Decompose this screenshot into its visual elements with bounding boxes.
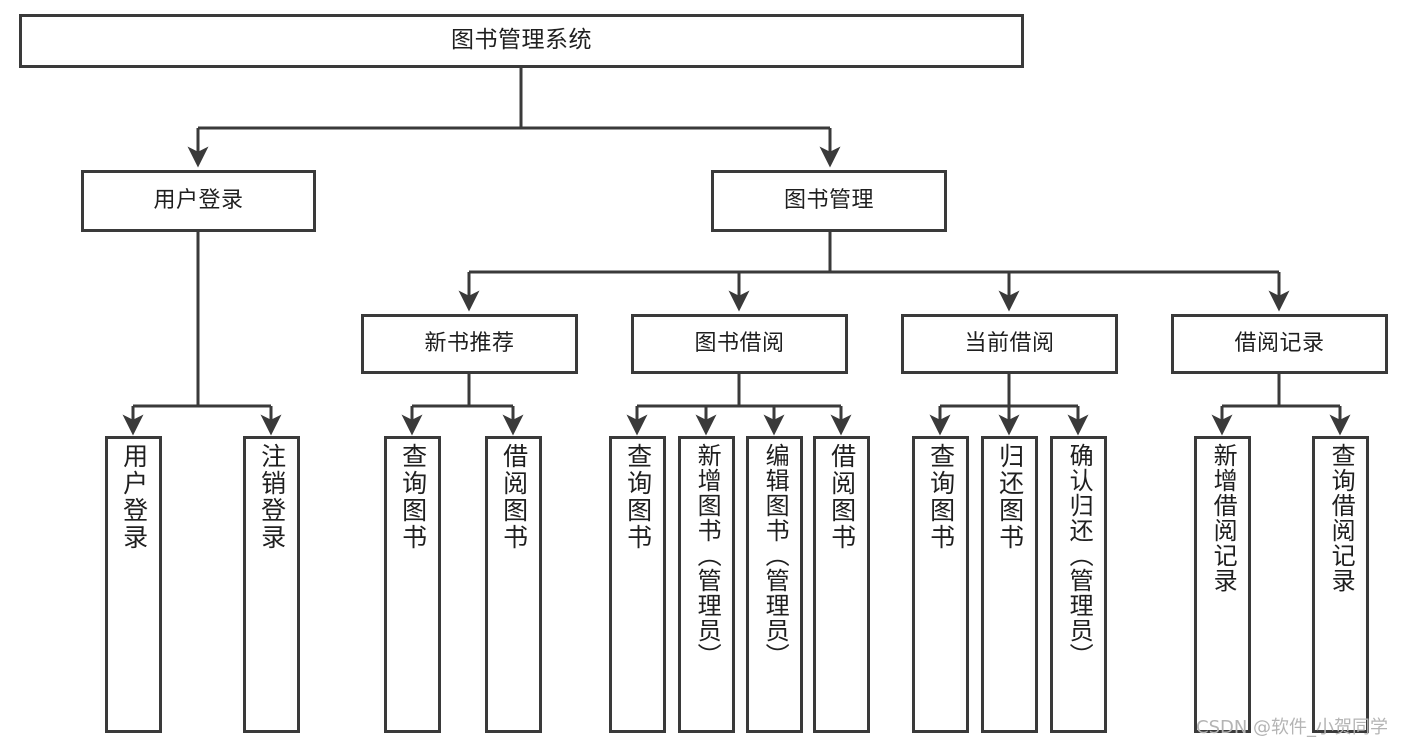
node-root-label: 图书管理系统 [451, 27, 592, 54]
node-book-borrow[interactable]: 图书借阅 [631, 314, 848, 374]
node-book-management[interactable]: 图书管理 [711, 170, 947, 232]
node-leaf-logout-label: 注销登录 [257, 443, 287, 551]
node-leaf-borrow-books-newbook-label: 借阅图书 [499, 443, 529, 551]
node-user-login-label: 用户登录 [153, 188, 244, 214]
node-leaf-add-book-admin[interactable]: 新增图书（管理员） [678, 436, 735, 733]
node-leaf-return-books[interactable]: 归还图书 [981, 436, 1038, 733]
node-leaf-borrow-books-borrow[interactable]: 借阅图书 [813, 436, 870, 733]
node-new-book-recommend-label: 新书推荐 [424, 331, 515, 357]
node-leaf-user-login-label: 用户登录 [119, 443, 149, 551]
node-leaf-confirm-return-admin[interactable]: 确认归还（管理员） [1050, 436, 1107, 733]
node-leaf-query-books-newbook[interactable]: 查询图书 [384, 436, 441, 733]
node-borrow-records[interactable]: 借阅记录 [1171, 314, 1388, 374]
node-leaf-confirm-return-admin-label: 确认归还（管理员） [1065, 443, 1094, 668]
node-leaf-query-borrow-record-label: 查询借阅记录 [1327, 443, 1356, 593]
node-leaf-query-books-current[interactable]: 查询图书 [912, 436, 969, 733]
node-leaf-add-borrow-record[interactable]: 新增借阅记录 [1194, 436, 1251, 733]
node-leaf-query-books-current-label: 查询图书 [926, 443, 956, 551]
node-leaf-edit-book-admin[interactable]: 编辑图书（管理员） [746, 436, 803, 733]
node-leaf-add-borrow-record-label: 新增借阅记录 [1209, 443, 1238, 593]
node-leaf-return-books-label: 归还图书 [995, 443, 1025, 551]
node-leaf-borrow-books-borrow-label: 借阅图书 [827, 443, 857, 551]
node-leaf-query-books-newbook-label: 查询图书 [398, 443, 428, 551]
node-leaf-query-books-borrow[interactable]: 查询图书 [609, 436, 666, 733]
node-leaf-add-book-admin-label: 新增图书（管理员） [693, 443, 722, 668]
csdn-watermark: CSDN @软件_小贺同学 [1196, 717, 1389, 738]
node-borrow-records-label: 借阅记录 [1234, 331, 1325, 357]
node-root[interactable]: 图书管理系统 [19, 14, 1024, 68]
node-current-borrow[interactable]: 当前借阅 [901, 314, 1118, 374]
node-user-login[interactable]: 用户登录 [81, 170, 316, 232]
node-leaf-edit-book-admin-label: 编辑图书（管理员） [761, 443, 790, 668]
node-book-management-label: 图书管理 [783, 188, 874, 214]
node-leaf-logout[interactable]: 注销登录 [243, 436, 300, 733]
node-leaf-query-borrow-record[interactable]: 查询借阅记录 [1312, 436, 1369, 733]
node-current-borrow-label: 当前借阅 [964, 331, 1055, 357]
node-leaf-borrow-books-newbook[interactable]: 借阅图书 [485, 436, 542, 733]
node-book-borrow-label: 图书借阅 [694, 331, 785, 357]
node-leaf-user-login[interactable]: 用户登录 [105, 436, 162, 733]
node-new-book-recommend[interactable]: 新书推荐 [361, 314, 578, 374]
node-leaf-query-books-borrow-label: 查询图书 [623, 443, 653, 551]
